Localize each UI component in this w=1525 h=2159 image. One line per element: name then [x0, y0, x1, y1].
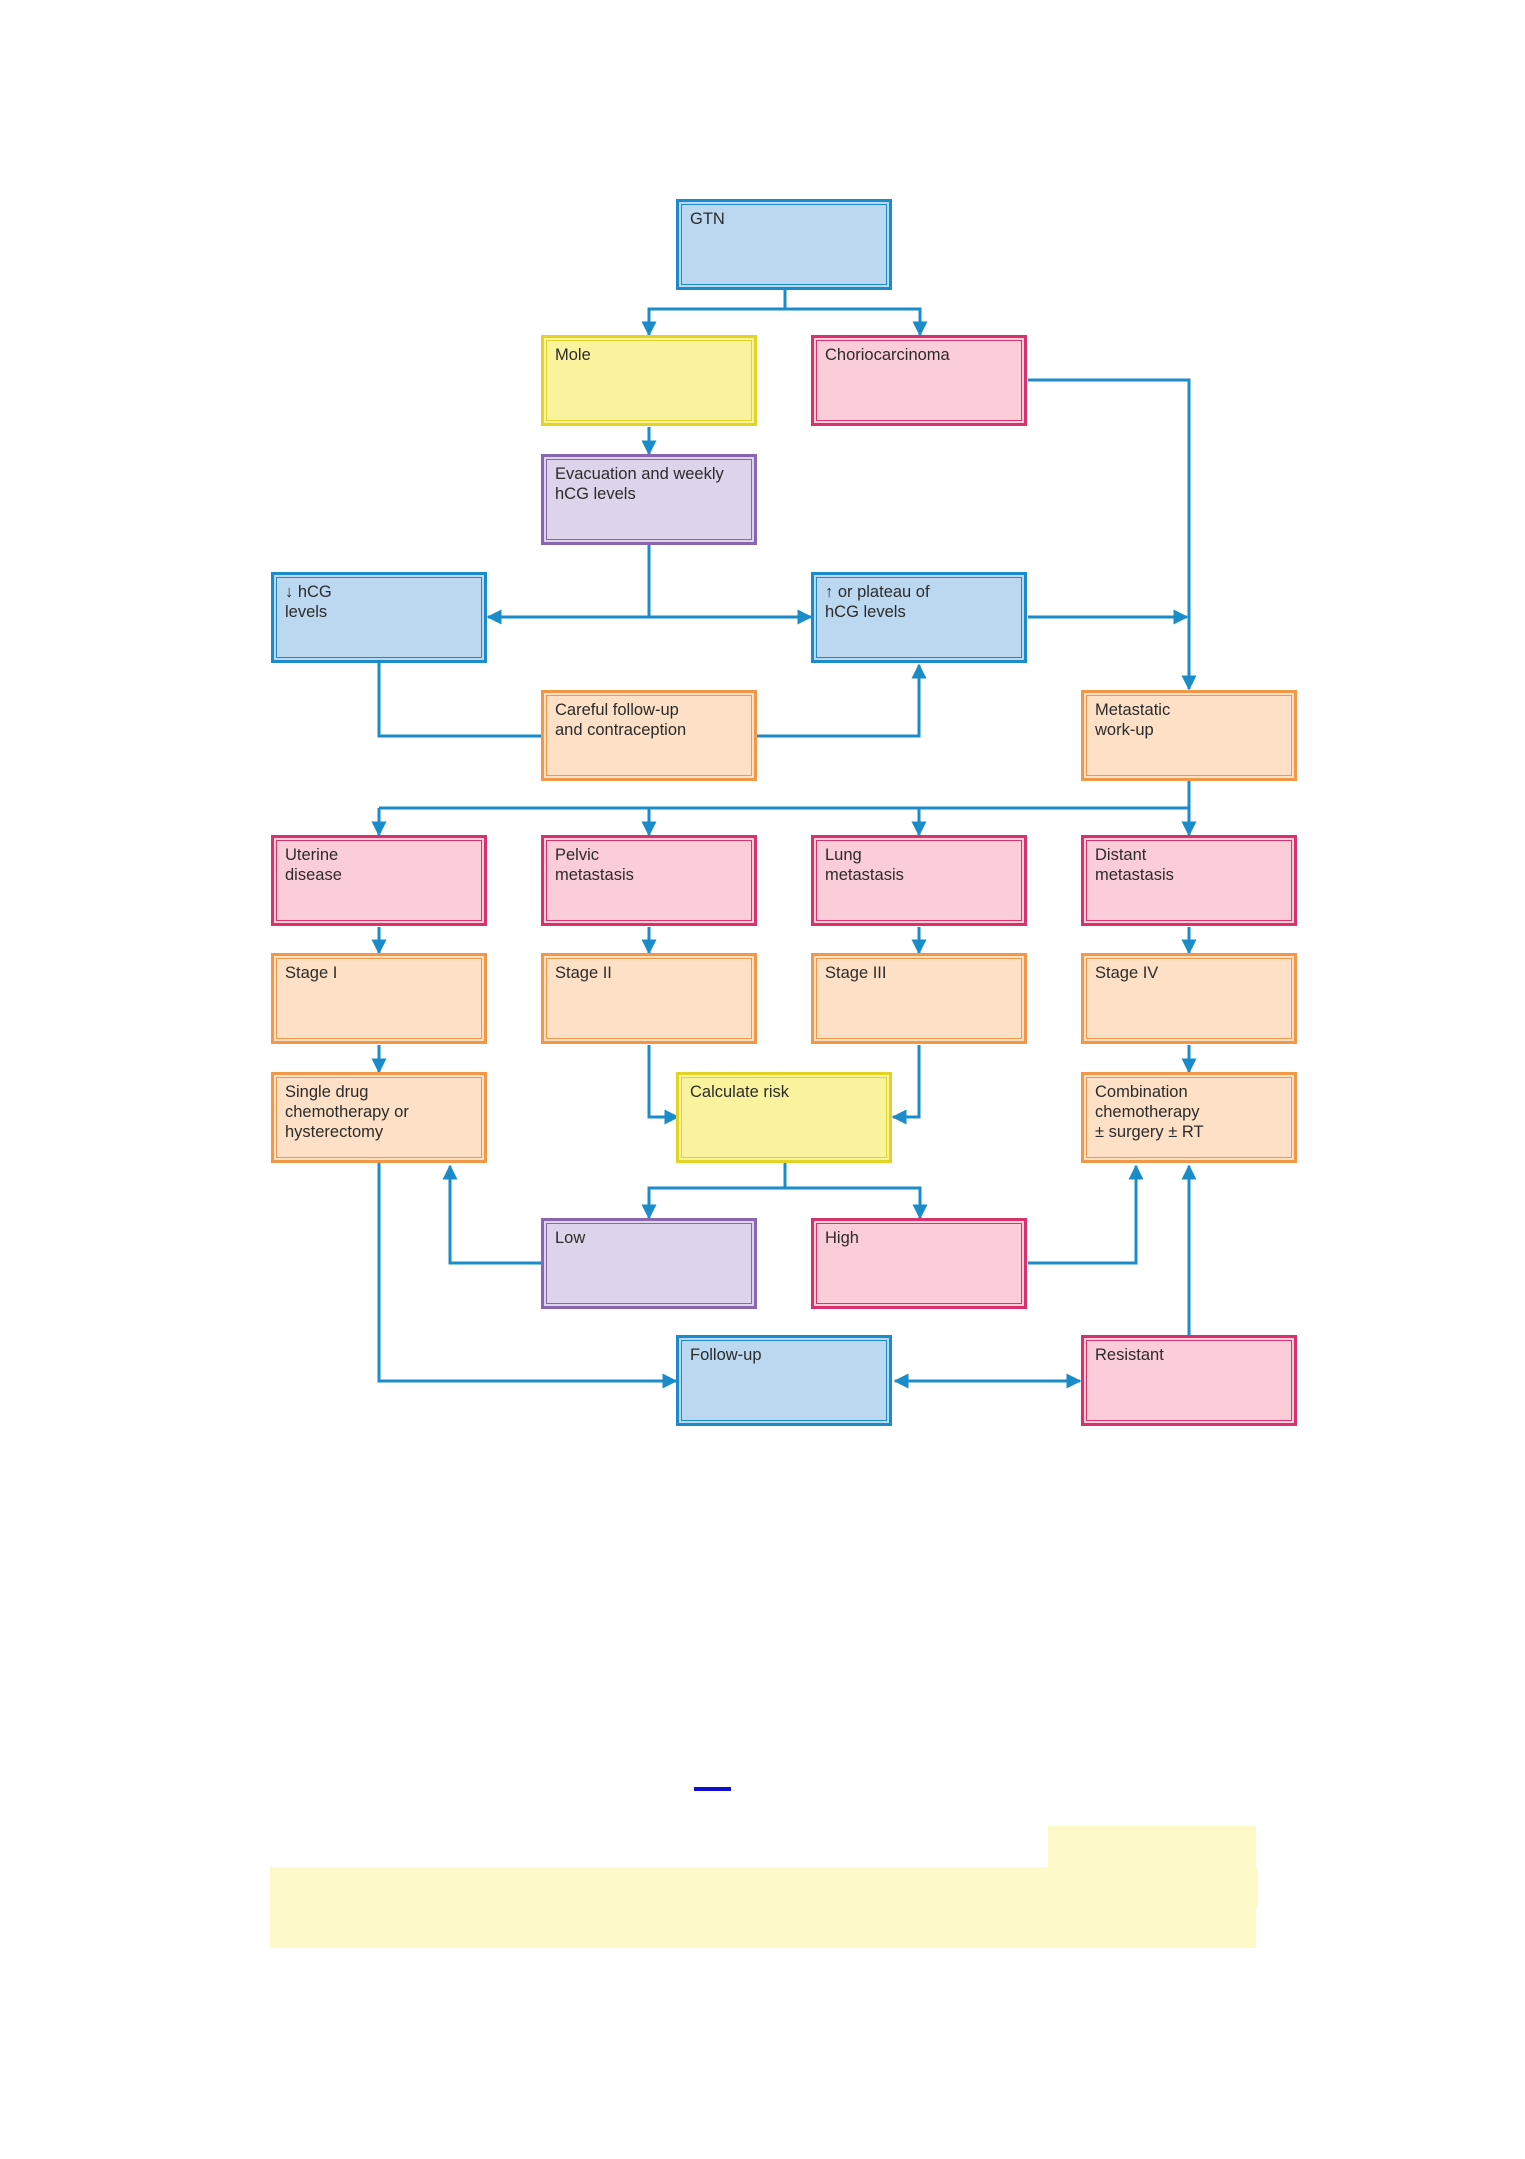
- connector-gtn-to-choriocarcinoma: [785, 307, 928, 337]
- node-pelvic-metastasis-label: Pelvic metastasis: [546, 840, 752, 921]
- connector-risk-to-low: [641, 1186, 785, 1220]
- node-hcg-down: ↓ hCG levels: [271, 572, 487, 663]
- connector-gtn-to-mole: [641, 307, 785, 337]
- highlight-block: [270, 1908, 1256, 1948]
- node-gtn: GTN: [676, 199, 892, 290]
- node-hcg-down-label: ↓ hCG levels: [276, 577, 482, 658]
- node-gtn-label: GTN: [681, 204, 887, 285]
- node-uterine-disease-label: Uterine disease: [276, 840, 482, 921]
- connector-stage2-to-calculate-risk: [647, 1045, 680, 1125]
- node-careful-followup: Careful follow-up and contraception: [541, 690, 757, 781]
- node-hcg-up: ↑ or plateau of hCG levels: [811, 572, 1027, 663]
- connector-careful-to-hcg-up: [757, 663, 927, 738]
- node-combination-label: Combination chemotherapy ± surgery ± RT: [1086, 1077, 1292, 1158]
- highlight-block: [270, 1867, 1258, 1908]
- node-followup-label: Follow-up: [681, 1340, 887, 1421]
- node-evacuation: Evacuation and weekly hCG levels: [541, 454, 757, 545]
- node-careful-followup-label: Careful follow-up and contraception: [546, 695, 752, 776]
- node-metastatic-workup: Metastatic work-up: [1081, 690, 1297, 781]
- node-resistant: Resistant: [1081, 1335, 1297, 1426]
- node-single-drug: Single drug chemotherapy or hysterectomy: [271, 1072, 487, 1163]
- node-uterine-disease: Uterine disease: [271, 835, 487, 926]
- node-lung-metastasis-label: Lung metastasis: [816, 840, 1022, 921]
- node-calculate-risk-label: Calculate risk: [681, 1077, 887, 1158]
- node-followup: Follow-up: [676, 1335, 892, 1426]
- node-high-label: High: [816, 1223, 1022, 1304]
- node-stage-2: Stage II: [541, 953, 757, 1044]
- node-pelvic-metastasis: Pelvic metastasis: [541, 835, 757, 926]
- connector-risk-to-high: [785, 1186, 928, 1220]
- node-lung-metastasis: Lung metastasis: [811, 835, 1027, 926]
- connector-choriocarcinoma-to-metastatic: [1028, 378, 1197, 691]
- highlight-block: [1048, 1826, 1256, 1867]
- node-distant-metastasis-label: Distant metastasis: [1086, 840, 1292, 921]
- node-choriocarcinoma-label: Choriocarcinoma: [816, 340, 1022, 421]
- node-high: High: [811, 1218, 1027, 1309]
- node-evacuation-label: Evacuation and weekly hCG levels: [546, 459, 752, 540]
- connector-low-to-single-drug: [442, 1164, 542, 1265]
- node-calculate-risk: Calculate risk: [676, 1072, 892, 1163]
- node-stage-4-label: Stage IV: [1086, 958, 1292, 1039]
- node-stage-3-label: Stage III: [816, 958, 1022, 1039]
- node-resistant-label: Resistant: [1086, 1340, 1292, 1421]
- node-hcg-up-label: ↑ or plateau of hCG levels: [816, 577, 1022, 658]
- node-stage-1-label: Stage I: [276, 958, 482, 1039]
- node-choriocarcinoma: Choriocarcinoma: [811, 335, 1027, 426]
- node-low-label: Low: [546, 1223, 752, 1304]
- node-distant-metastasis: Distant metastasis: [1081, 835, 1297, 926]
- node-stage-4: Stage IV: [1081, 953, 1297, 1044]
- node-stage-3: Stage III: [811, 953, 1027, 1044]
- node-combination: Combination chemotherapy ± surgery ± RT: [1081, 1072, 1297, 1163]
- node-single-drug-label: Single drug chemotherapy or hysterectomy: [276, 1077, 482, 1158]
- connector-single-drug-to-followup: [377, 1163, 678, 1389]
- node-stage-1: Stage I: [271, 953, 487, 1044]
- connector-hcg-down-to-careful: [377, 663, 542, 738]
- connector-high-to-combination: [1028, 1164, 1144, 1265]
- connector-stage3-to-calculate-risk: [891, 1045, 921, 1125]
- node-low: Low: [541, 1218, 757, 1309]
- node-mole: Mole: [541, 335, 757, 426]
- link-underline-mark: [694, 1787, 731, 1791]
- node-stage-2-label: Stage II: [546, 958, 752, 1039]
- node-mole-label: Mole: [546, 340, 752, 421]
- node-metastatic-workup-label: Metastatic work-up: [1086, 695, 1292, 776]
